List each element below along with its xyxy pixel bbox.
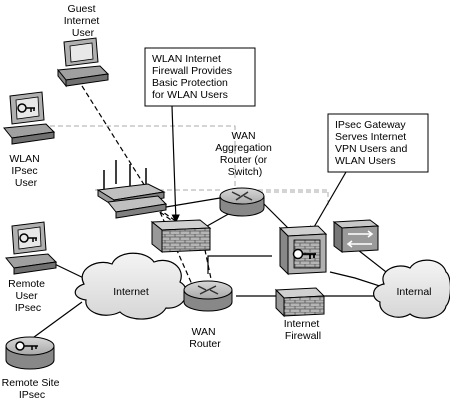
- gateway-callout-pointer: [309, 171, 347, 235]
- internet-label: Internet: [113, 286, 149, 298]
- wlan-dashed-frame: [50, 125, 329, 205]
- wlan-user-key-icon: [17, 103, 35, 113]
- ipsec-gateway-key-icon: [292, 248, 316, 260]
- wlan-fw-callout-pointer: [171, 105, 180, 223]
- wan-router-icon: [183, 280, 233, 312]
- wan-aggregation-label: WAN Aggregation Router (or Switch): [215, 130, 275, 178]
- remote-user-key-icon: [19, 233, 37, 243]
- guest-pc-icon: [57, 37, 110, 88]
- ipsec-gateway-callout-text: IPsec Gateway Serves Internet VPN Users …: [335, 119, 410, 167]
- remote-site-label: Remote Site IPsec: [2, 377, 63, 401]
- wlan-firewall-callout: WLAN Internet Firewall Provides Basic Pr…: [144, 47, 256, 107]
- wan-aggregation-router-icon: [219, 187, 265, 217]
- wanrouter-to-gateway-line: [207, 255, 272, 274]
- wlan-firewall-callout-text: WLAN Internet Firewall Provides Basic Pr…: [152, 53, 235, 101]
- wlan-user-pc-icon: [3, 91, 56, 145]
- internet-cloud: Internet: [74, 252, 188, 320]
- fw-dashed-line-3: [159, 211, 183, 229]
- internal-cloud: Internal: [373, 259, 450, 319]
- wireless-access-point-icon: [96, 160, 168, 219]
- lan-switch-icon: [332, 219, 380, 253]
- remote-user-pc-icon: [5, 221, 58, 275]
- remote-site-to-internet-line: [29, 301, 83, 341]
- remote-site-router-icon: [5, 336, 55, 370]
- internet-firewall-icon: [274, 287, 326, 318]
- ipsec-gateway-icon: [278, 225, 328, 276]
- remote-user-label: Remote User IPsec: [8, 278, 48, 314]
- ipsec-gateway-callout: IPsec Gateway Serves Internet VPN Users …: [327, 113, 429, 173]
- internal-label: Internal: [396, 286, 431, 298]
- remote-site-key-icon: [15, 341, 38, 351]
- ap-to-agg-line: [159, 197, 221, 209]
- guest-user-label: Guest Internet User: [64, 3, 103, 39]
- wlan-user-label: WLAN IPsec User: [9, 153, 42, 189]
- wan-router-label: WAN Router: [189, 326, 221, 350]
- internet-firewall-label: Internet Firewall: [284, 318, 323, 342]
- wlan-internet-firewall-icon: [150, 219, 212, 254]
